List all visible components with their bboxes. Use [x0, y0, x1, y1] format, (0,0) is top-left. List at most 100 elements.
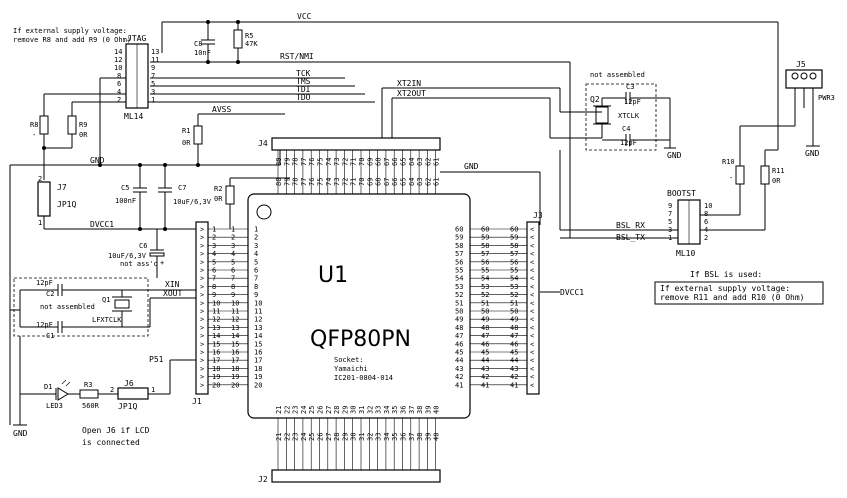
svg-text:<: <	[530, 373, 534, 381]
svg-text:19: 19	[254, 373, 262, 381]
svg-text:70: 70	[358, 158, 366, 166]
svg-text:41: 41	[510, 381, 518, 389]
c7-ref: C7	[178, 184, 186, 192]
svg-text:18: 18	[231, 365, 239, 373]
svg-text:>: >	[200, 242, 204, 250]
svg-text:75: 75	[317, 158, 325, 166]
svg-text:23: 23	[292, 433, 300, 441]
svg-text:31: 31	[358, 433, 366, 441]
svg-text:44: 44	[481, 357, 489, 365]
j5-ref: J5	[796, 60, 806, 69]
ml10-ref: ML10	[676, 249, 695, 258]
svg-text:16: 16	[231, 349, 239, 357]
svg-text:58: 58	[510, 242, 518, 250]
svg-text:<: <	[530, 340, 534, 348]
svg-text:>: >	[200, 332, 204, 340]
svg-text:1: 1	[151, 96, 155, 104]
jumper-j7: 2 1 J7 JP1Q	[37, 175, 76, 229]
svg-text:<: <	[530, 308, 534, 316]
svg-text:59: 59	[481, 234, 489, 242]
bsl-used-note: If BSL is used:	[690, 270, 762, 279]
svg-text:7: 7	[668, 210, 672, 218]
svg-text:>: >	[200, 349, 204, 357]
svg-text:80: 80	[275, 178, 283, 186]
socket-line-3: IC201-0804-014	[334, 374, 393, 382]
svg-text:58: 58	[481, 242, 489, 250]
svg-text:69: 69	[366, 178, 374, 186]
net-label-gnd-mid: GND	[464, 162, 479, 171]
svg-text:40: 40	[433, 433, 441, 441]
svg-text:71: 71	[350, 178, 358, 186]
svg-text:29: 29	[341, 406, 349, 414]
r9-ref: R9	[79, 121, 87, 129]
svg-text:4: 4	[254, 250, 258, 258]
svg-text:52: 52	[510, 291, 518, 299]
j7-ref: J7	[57, 183, 67, 192]
ml14-ref: ML14	[124, 112, 143, 121]
svg-text:45: 45	[481, 349, 489, 357]
svg-text:>: >	[200, 340, 204, 348]
svg-text:56: 56	[481, 258, 489, 266]
svg-text:<: <	[530, 324, 534, 332]
svg-text:12: 12	[231, 316, 239, 324]
svg-text:75: 75	[317, 178, 325, 186]
svg-text:66: 66	[391, 178, 399, 186]
svg-text:54: 54	[510, 275, 518, 283]
net-label-xout: XOUT	[163, 289, 182, 298]
resistor-r1: R1 0R	[182, 125, 203, 167]
svg-text:28: 28	[333, 433, 341, 441]
svg-text:<: <	[530, 226, 534, 234]
svg-text:2: 2	[704, 234, 708, 242]
net-label-dvcc1: DVCC1	[90, 220, 114, 229]
r1-ref: R1	[182, 127, 190, 135]
svg-text:10: 10	[254, 299, 262, 307]
svg-text:2: 2	[254, 234, 258, 242]
svg-text:21: 21	[275, 406, 283, 414]
socket-line-1: Socket:	[334, 356, 364, 364]
svg-text:9: 9	[668, 202, 672, 210]
svg-text:<: <	[530, 365, 534, 373]
svg-text:27: 27	[325, 406, 333, 414]
svg-text:7: 7	[254, 275, 258, 283]
svg-text:62: 62	[424, 178, 432, 186]
resistor-r11: R11 0R	[760, 165, 785, 230]
svg-text:1: 1	[231, 226, 235, 234]
svg-text:33: 33	[375, 406, 383, 414]
svg-text:72: 72	[341, 178, 349, 186]
svg-text:>: >	[200, 373, 204, 381]
svg-text:<: <	[530, 275, 534, 283]
bsl-note-line-1: If external supply voltage:	[660, 284, 790, 293]
svg-text:50: 50	[455, 308, 463, 316]
svg-text:13: 13	[254, 324, 262, 332]
svg-text:57: 57	[455, 250, 463, 258]
j2-ref: J2	[258, 475, 268, 484]
svg-text:21: 21	[275, 433, 283, 441]
svg-text:44: 44	[455, 357, 463, 365]
svg-text:18: 18	[212, 365, 220, 373]
r11-value: 0R	[772, 177, 781, 185]
svg-text:<: <	[530, 242, 534, 250]
svg-text:5: 5	[151, 80, 155, 88]
svg-text:32: 32	[366, 433, 374, 441]
svg-text:66: 66	[391, 158, 399, 166]
svg-text:2: 2	[117, 96, 121, 104]
svg-text:5: 5	[231, 258, 235, 266]
svg-text:34: 34	[383, 433, 391, 441]
svg-text:<: <	[530, 258, 534, 266]
svg-text:43: 43	[481, 365, 489, 373]
svg-text:61: 61	[433, 178, 441, 186]
net-label-bsl-rx: BSL_RX	[616, 221, 645, 230]
xtclk-label: XTCLK	[618, 112, 640, 120]
gnd-net-mid: GND	[279, 150, 541, 225]
svg-text:55: 55	[481, 267, 489, 275]
svg-text:79: 79	[283, 158, 291, 166]
svg-text:62: 62	[424, 158, 432, 166]
svg-text:47: 47	[510, 332, 518, 340]
r2-ref: R2	[214, 185, 222, 193]
svg-text:44: 44	[510, 357, 518, 365]
j4-ref: J4	[258, 139, 268, 148]
svg-text:32: 32	[366, 406, 374, 414]
svg-text:22: 22	[283, 433, 291, 441]
svg-text:>: >	[200, 324, 204, 332]
